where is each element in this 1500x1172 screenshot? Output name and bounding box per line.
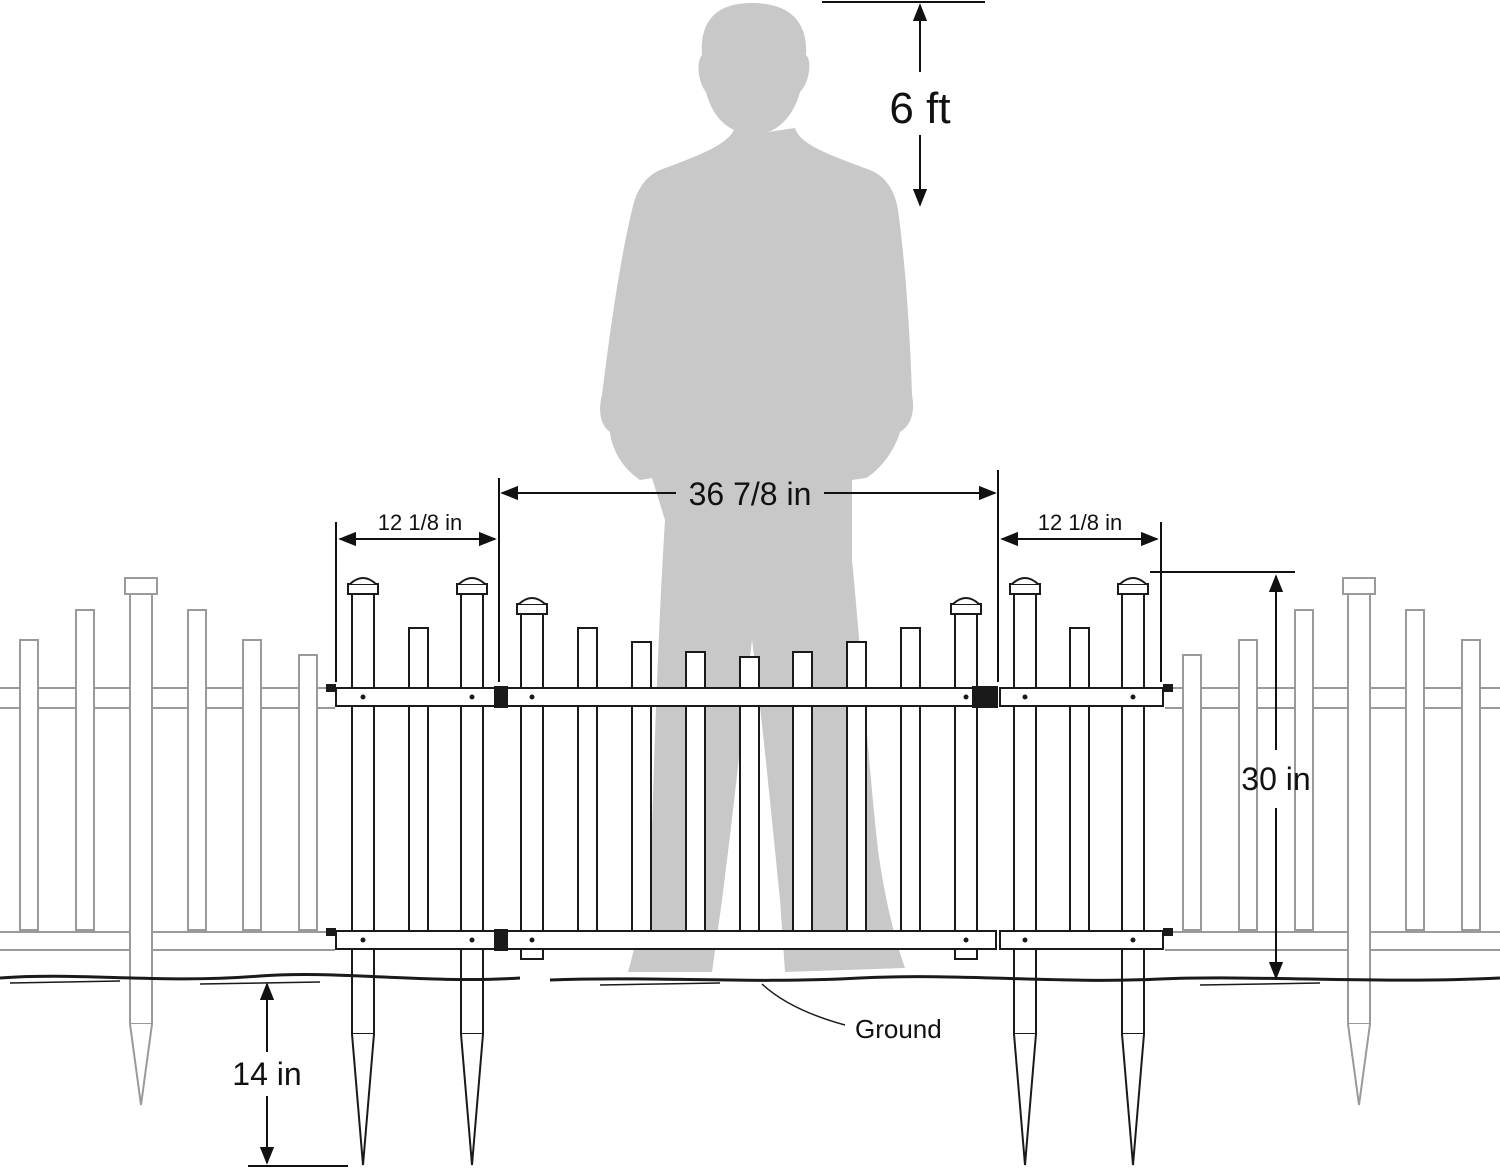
ground-label: Ground — [855, 1014, 942, 1044]
dimension-gate-width — [498, 470, 999, 682]
bottom-rail-gate — [502, 930, 997, 950]
right-post-1 — [1009, 577, 1041, 1166]
left-post-2 — [456, 577, 488, 1166]
right-panel-width-label: 12 1/8 in — [1038, 510, 1122, 535]
dimension-stake-depth — [248, 982, 348, 1167]
dimension-6ft — [822, 1, 985, 207]
right-post-2 — [1117, 577, 1149, 1166]
person-silhouette — [600, 3, 914, 972]
bottom-rail-left — [335, 930, 500, 950]
top-rail-left — [335, 687, 500, 707]
top-rail-gate — [502, 687, 997, 707]
dimension-right-panel — [1000, 522, 1162, 682]
bottom-rail-right — [999, 930, 1164, 950]
left-panel-width-label: 12 1/8 in — [378, 510, 462, 535]
background-fence-right — [1165, 577, 1500, 1106]
dimension-fence-height — [1150, 571, 1295, 980]
left-post-1 — [347, 577, 379, 1166]
top-rail-right — [999, 687, 1164, 707]
person-height-label: 6 ft — [889, 84, 950, 133]
fence-height-label: 30 in — [1241, 761, 1310, 797]
stake-depth-label: 14 in — [232, 1056, 301, 1092]
main-fence — [335, 577, 1164, 1166]
gate-width-label: 36 7/8 in — [689, 476, 812, 512]
background-fence-left — [0, 577, 335, 1106]
dimension-left-panel — [335, 522, 497, 682]
ground-line — [0, 972, 1500, 1026]
hardware — [326, 684, 1173, 951]
